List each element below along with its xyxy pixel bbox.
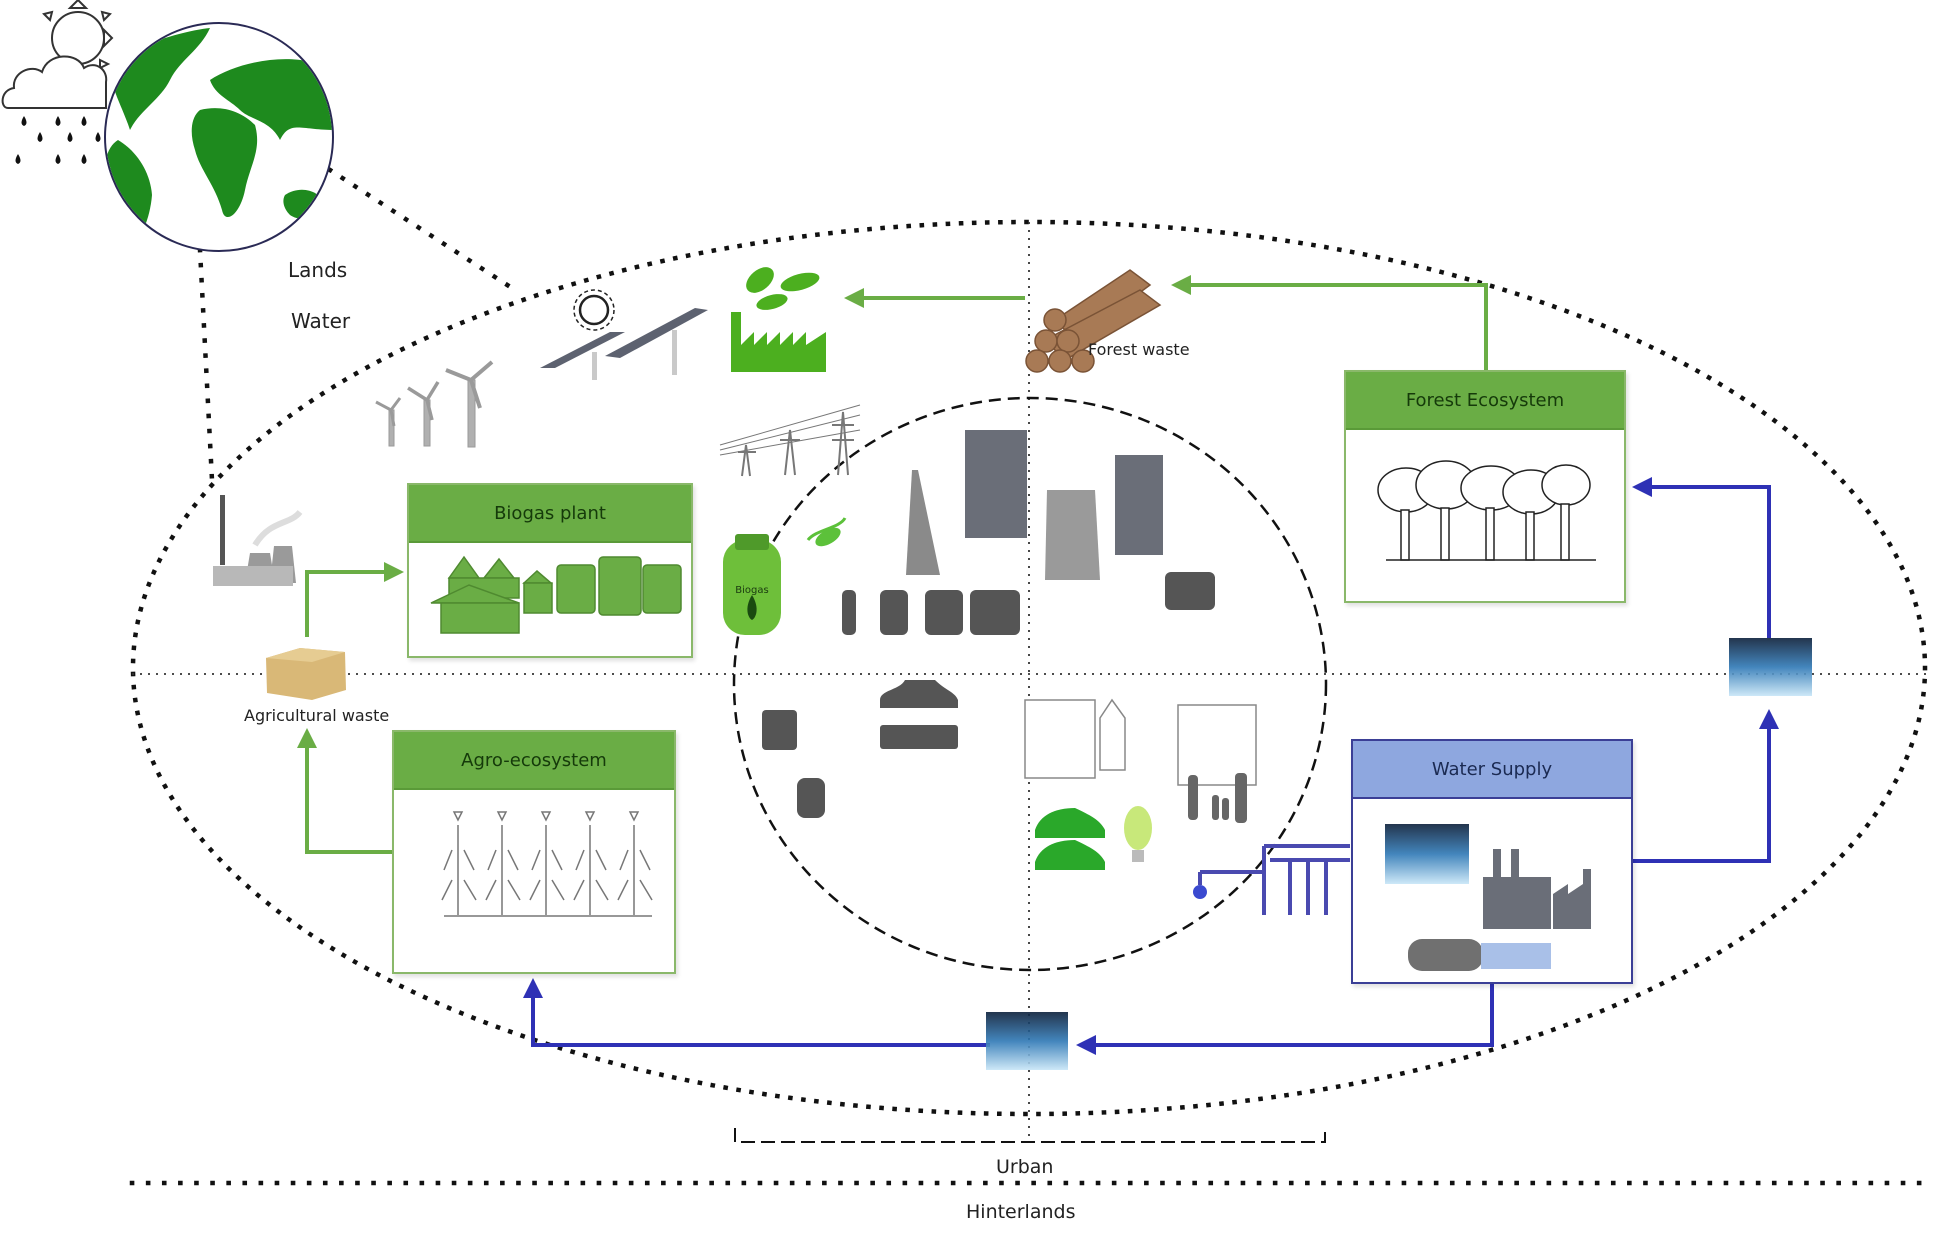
agricultural-waste-label: Agricultural waste (244, 706, 390, 725)
hinterlands-label: Hinterlands (966, 1201, 1076, 1223)
biogas-tanks-icon (430, 555, 682, 634)
water-label: Water (291, 309, 351, 333)
houses-icon (1024, 698, 1257, 786)
flow-agwaste-to-biogas (305, 562, 404, 637)
globe-icon (104, 22, 334, 252)
water-body-bottom-icon (986, 1012, 1068, 1070)
eco-bulb-icon (1124, 806, 1152, 862)
water-pipes-icon (1193, 844, 1350, 915)
hay-bale-icon (266, 648, 346, 700)
electric-cars-icon (1035, 808, 1105, 870)
urban-label: Urban (996, 1156, 1054, 1178)
urban-boundary (732, 396, 1328, 972)
forest-waste-label: Forest waste (1088, 340, 1190, 359)
bus-icon (762, 710, 958, 750)
car-icon (1165, 572, 1215, 610)
urban-bracket (734, 1128, 1326, 1143)
biogas-tank-label: Biogas (735, 585, 768, 596)
family-icon (1188, 773, 1247, 823)
flow-right-body-to-forest (1632, 477, 1771, 638)
forest-trees-icon (1377, 460, 1596, 561)
agro-ecosystem-title: Agro-ecosystem (394, 732, 674, 790)
biogas-plant-title: Biogas plant (409, 485, 691, 543)
ev-plug-icon (806, 517, 847, 547)
globe-connector-left (197, 247, 215, 483)
biogas-tank-icon (723, 534, 781, 635)
flow-bottom-body-to-agro (523, 978, 990, 1047)
green-factory-icon (731, 267, 826, 372)
flow-water-to-bottom-body (1076, 984, 1494, 1055)
flow-water-to-right-body (1633, 709, 1779, 863)
power-plant-icon (213, 495, 303, 586)
people-icon (842, 590, 1020, 635)
skyscrapers-icon (906, 430, 1163, 580)
biogas-plant-box: Biogas plant (407, 483, 693, 658)
flow-agro-to-agwaste (297, 728, 392, 854)
lands-label: Lands (288, 258, 348, 282)
agro-ecosystem-box: Agro-ecosystem (392, 730, 676, 974)
water-supply-box: Water Supply (1351, 739, 1633, 984)
forest-ecosystem-title: Forest Ecosystem (1346, 372, 1624, 430)
wind-turbines-icon (375, 360, 494, 448)
water-supply-title: Water Supply (1353, 741, 1631, 799)
solar-panels-icon (540, 308, 708, 380)
train-icon (797, 778, 825, 818)
sun-icon (42, 0, 114, 70)
rain-cloud-icon (1, 55, 108, 164)
forest-ecosystem-box: Forest Ecosystem (1344, 370, 1626, 603)
sedan-icon (880, 680, 958, 708)
hinterland-boundary (130, 219, 1928, 1117)
power-lines-icon (719, 404, 861, 477)
logs-icon (1025, 269, 1162, 373)
water-body-right-icon (1729, 638, 1812, 696)
flow-forest-to-waste (1171, 275, 1488, 370)
globe-connector-right (326, 166, 519, 294)
solar-sun-icon (573, 289, 615, 331)
water-industry-pipe-icon (1385, 824, 1591, 971)
corn-crops-icon (441, 811, 653, 917)
